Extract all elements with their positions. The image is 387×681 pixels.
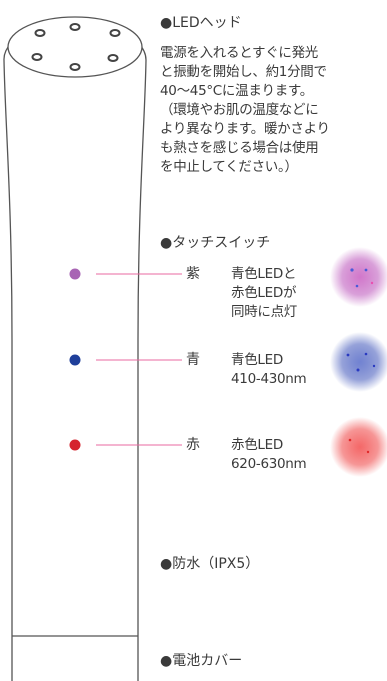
led-hole xyxy=(34,29,46,37)
glow-purple xyxy=(330,247,387,307)
led-hole xyxy=(69,63,81,71)
led-head-description: 電源を入れるとすぐに発光 と振動を開始し、約1分間で 40〜45°Cに温まります… xyxy=(160,45,330,175)
battery-cover-title: ●電池カバー xyxy=(160,653,243,669)
led-holes xyxy=(31,23,121,71)
button-label-blue: 青 xyxy=(186,352,200,368)
led-hole xyxy=(107,54,119,62)
button-description-blue: 青色LED 410-430nm xyxy=(231,352,307,387)
button-description-red: 赤色LED 620-630nm xyxy=(231,437,307,472)
glow-blue xyxy=(330,332,387,392)
switch-dot-red[interactable] xyxy=(69,439,81,451)
led-hole xyxy=(69,23,81,31)
glow-red xyxy=(330,417,387,477)
led-hole xyxy=(109,29,121,37)
led-hole xyxy=(31,53,43,61)
button-label-red: 赤 xyxy=(186,437,200,453)
led-head-title: ●LEDヘッド xyxy=(160,15,242,31)
switch-dot-blue[interactable] xyxy=(69,354,81,366)
waterproof-title: ●防水（IPX5） xyxy=(160,556,260,572)
switch-dot-purple[interactable] xyxy=(69,268,81,280)
button-label-purple: 紫 xyxy=(186,266,200,282)
touch-switch-title: ●タッチスイッチ xyxy=(160,235,271,251)
button-description-purple: 青色LEDと 赤色LEDが 同時に点灯 xyxy=(231,266,297,320)
device-body-outline xyxy=(3,19,147,681)
